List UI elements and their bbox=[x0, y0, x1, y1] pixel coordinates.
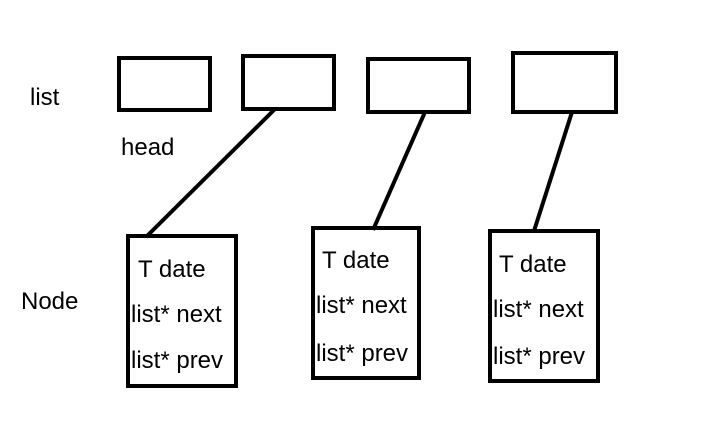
node-3-date-field: T date bbox=[499, 251, 567, 278]
node-label: Node bbox=[21, 288, 78, 315]
list-label: list bbox=[30, 84, 60, 111]
list-cell-head bbox=[117, 56, 212, 112]
node-3-next-field: list* next bbox=[493, 296, 584, 323]
pointer-line-1 bbox=[144, 107, 277, 239]
list-cell-2 bbox=[366, 57, 471, 114]
node-1-date-field: T date bbox=[138, 256, 206, 283]
pointer-line-3 bbox=[532, 111, 574, 232]
list-cell-1 bbox=[241, 54, 336, 111]
list-cell-3 bbox=[511, 51, 618, 114]
node-box-2: T date list* next list* prev bbox=[311, 226, 421, 380]
pointer-line-2 bbox=[371, 111, 427, 231]
node-2-prev-field: list* prev bbox=[316, 340, 408, 367]
head-label: head bbox=[121, 134, 174, 161]
node-1-next-field: list* next bbox=[131, 301, 222, 328]
node-2-date-field: T date bbox=[322, 247, 390, 274]
node-box-2-frame bbox=[311, 226, 421, 380]
node-box-3-frame bbox=[488, 229, 600, 383]
node-box-1: T date list* next list* prev bbox=[126, 234, 238, 388]
node-3-prev-field: list* prev bbox=[493, 343, 585, 370]
node-2-next-field: list* next bbox=[316, 292, 407, 319]
node-box-3: T date list* next list* prev bbox=[488, 229, 600, 383]
node-1-prev-field: list* prev bbox=[131, 347, 223, 374]
node-box-1-frame bbox=[126, 234, 238, 388]
